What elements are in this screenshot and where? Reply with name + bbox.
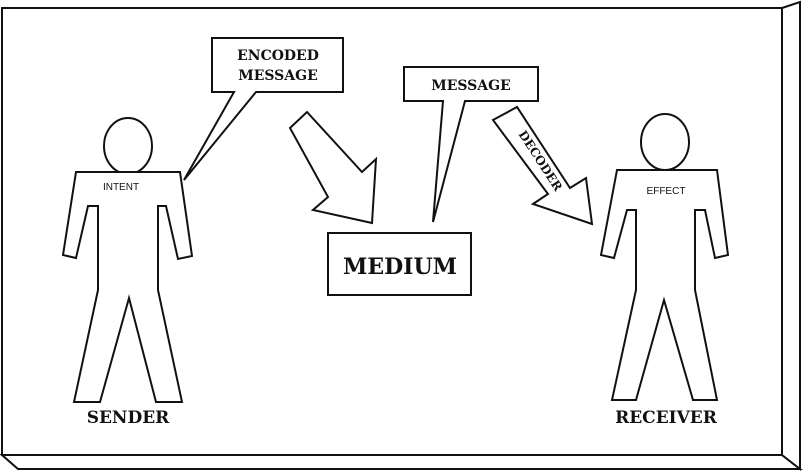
- encode-arrow-shape: [288, 110, 378, 225]
- encoded-message-text-line2: MESSAGE: [238, 68, 318, 84]
- sender-figure: INTENT: [61, 117, 194, 403]
- sender-body: [61, 171, 194, 403]
- receiver-head: [640, 113, 690, 171]
- encode-arrow: [288, 110, 378, 225]
- message-callout: MESSAGE: [403, 66, 539, 223]
- encoded-message-bubble: [183, 37, 344, 181]
- message-text: MESSAGE: [431, 78, 511, 94]
- receiver-caption: RECEIVER: [615, 408, 718, 428]
- encoded-message-callout: ENCODED MESSAGE: [183, 37, 344, 181]
- medium-box-outline: [327, 232, 472, 296]
- medium-label: MEDIUM: [343, 254, 457, 280]
- encoded-message-text-line1: ENCODED: [237, 48, 319, 64]
- sender-figure-label: INTENT: [103, 182, 139, 193]
- sender-caption: SENDER: [87, 408, 170, 428]
- message-bubble: [403, 66, 539, 223]
- receiver-body: [599, 169, 730, 401]
- decoder-arrow-shape: [491, 105, 594, 226]
- sender-head: [103, 117, 153, 175]
- frame-bottom-face: [0, 454, 803, 470]
- frame-right-face: [781, 0, 801, 471]
- receiver-figure-label: EFFECT: [647, 186, 686, 197]
- receiver-figure: EFFECT: [599, 113, 730, 401]
- medium-box: MEDIUM: [327, 232, 472, 296]
